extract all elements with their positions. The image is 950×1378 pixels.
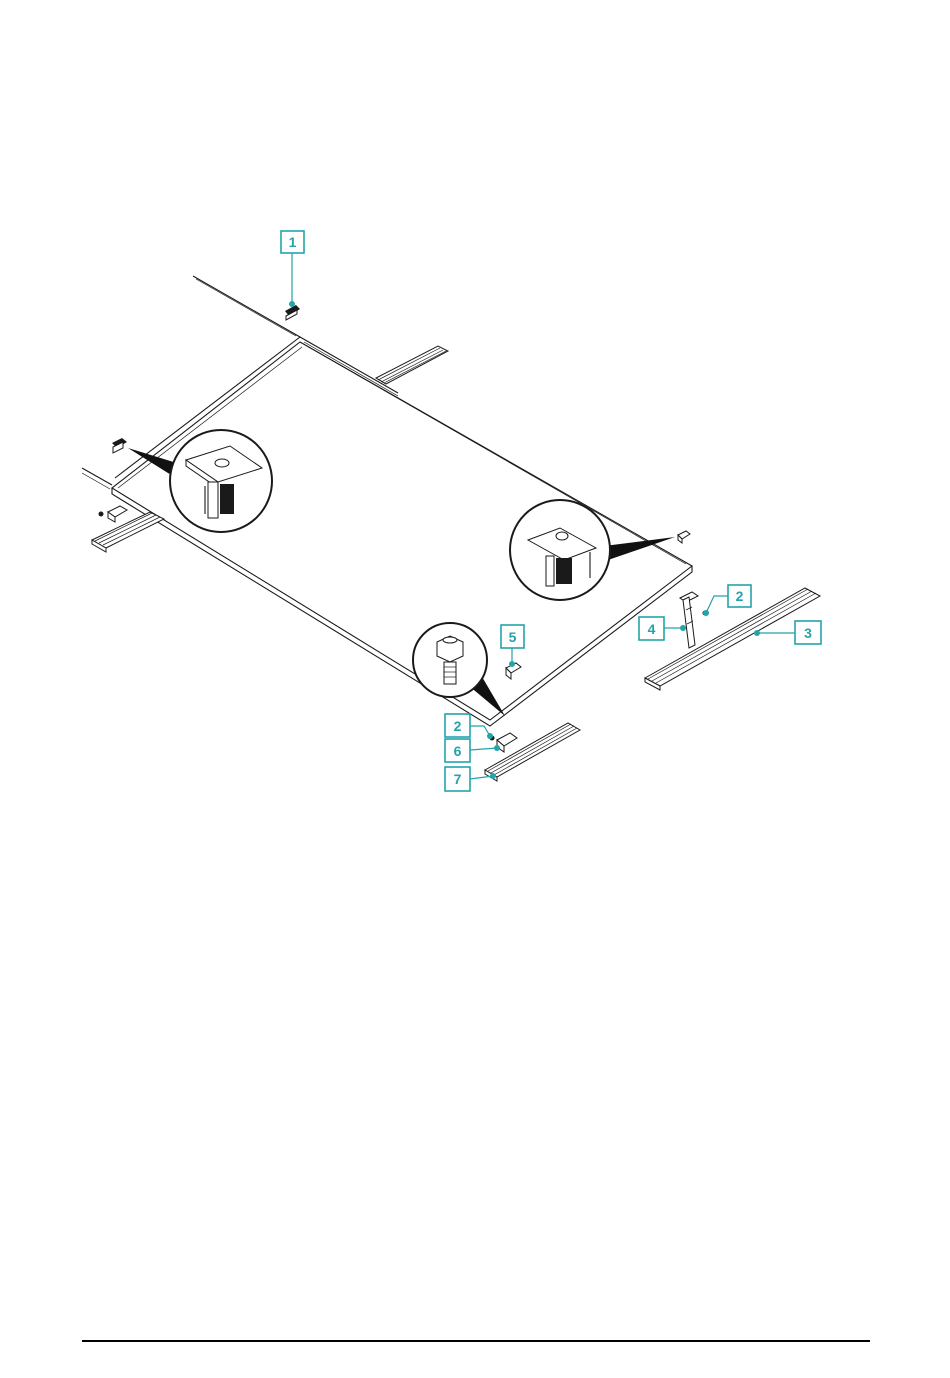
leader-6-dot [494, 745, 500, 751]
clamp-top [285, 305, 300, 320]
roof-hook [680, 592, 708, 648]
callout-2-end-clamp: 2 [445, 714, 470, 737]
svg-text:1: 1 [289, 234, 297, 250]
clamp-left-end [99, 506, 128, 522]
clamp-right-end [678, 531, 690, 543]
leader-4-dot [680, 625, 686, 631]
svg-text:2: 2 [454, 718, 462, 734]
leader-7-dot [490, 773, 496, 779]
leader-5-dot [509, 661, 515, 667]
rail-left [92, 512, 164, 552]
rail-bottom [485, 723, 580, 781]
leader-2b-dot [487, 733, 493, 739]
leader-2a [706, 596, 728, 613]
leader-1-dot [289, 301, 295, 307]
svg-text:2: 2 [736, 588, 744, 604]
svg-text:4: 4 [648, 621, 656, 637]
callout-2-roof-hook: 2 [728, 585, 751, 607]
leader-2a-dot [703, 610, 709, 616]
svg-text:3: 3 [804, 625, 812, 641]
leader-6 [470, 748, 497, 750]
leader-2b [470, 726, 490, 736]
svg-text:7: 7 [454, 771, 462, 787]
callout-4: 4 [639, 617, 664, 640]
callout-1: 1 [281, 231, 304, 253]
svg-text:6: 6 [454, 743, 462, 759]
clamp-left-mid [112, 438, 127, 453]
callout-3: 3 [795, 621, 821, 644]
leader-3-dot [754, 630, 760, 636]
svg-text:5: 5 [509, 629, 517, 645]
rail-top [376, 346, 448, 384]
callout-5: 5 [501, 625, 524, 648]
leader-7 [470, 776, 493, 779]
callout-6: 6 [445, 739, 470, 762]
end-clamp-6 [490, 733, 518, 752]
callout-7: 7 [445, 767, 470, 791]
footer-rule [82, 1340, 870, 1342]
